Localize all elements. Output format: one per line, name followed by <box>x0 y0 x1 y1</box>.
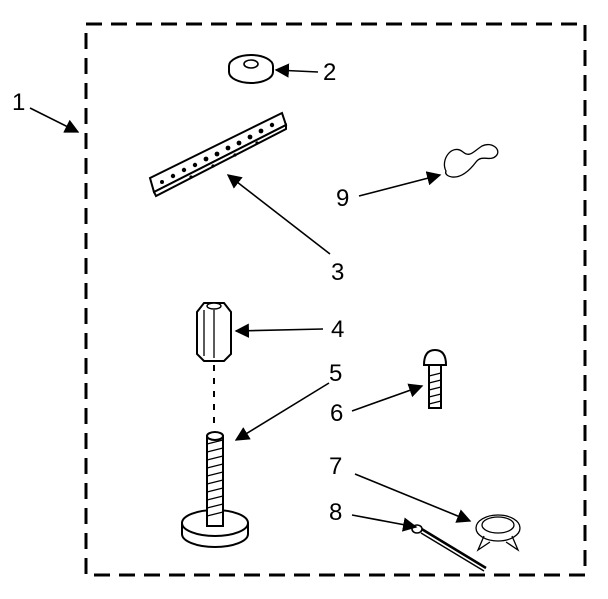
leg-threads <box>206 439 224 517</box>
leader-lines <box>29 63 472 532</box>
hose-clamp-part <box>475 514 521 552</box>
callout-9: 9 <box>336 185 349 212</box>
callout-1: 1 <box>12 89 25 116</box>
callout-3: 3 <box>331 259 344 286</box>
leveling-leg-part <box>181 431 249 548</box>
coupling-nut-part <box>196 302 232 362</box>
callout-4: 4 <box>331 316 344 343</box>
washer-part <box>228 54 274 84</box>
carriage-bolt-part <box>422 348 448 409</box>
callout-5: 5 <box>329 360 342 387</box>
bar-holes <box>160 122 275 184</box>
callout-labels: 1 2 3 4 5 6 7 8 9 <box>12 59 349 526</box>
perforated-bar-part <box>148 111 288 198</box>
callout-7: 7 <box>329 453 342 480</box>
callout-6: 6 <box>330 400 343 427</box>
callout-8: 8 <box>329 499 342 526</box>
pin-part <box>411 524 487 572</box>
wire-tie-part <box>443 143 499 178</box>
kit-boundary <box>84 22 587 577</box>
callout-2: 2 <box>323 59 336 86</box>
